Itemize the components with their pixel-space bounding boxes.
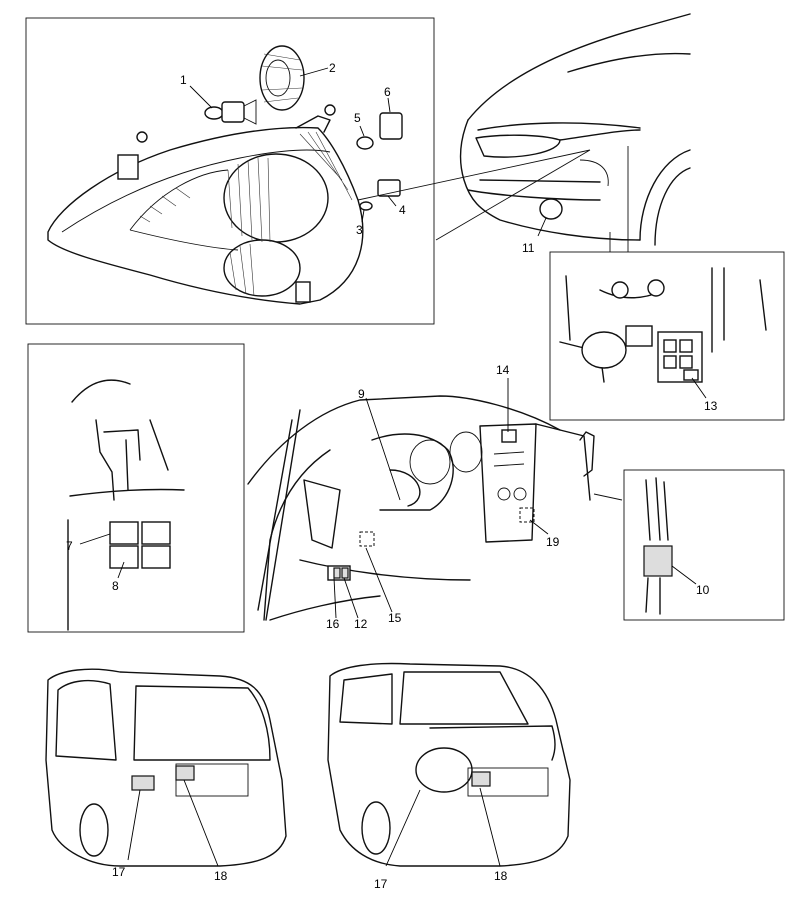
fuse-box-detail-panel: [549, 251, 785, 421]
callout-5: 5: [354, 111, 361, 125]
screw-icon-2: [324, 104, 336, 116]
sedan-rear-view: [327, 662, 571, 867]
callout-18-sedan: 18: [494, 869, 508, 883]
callout-8: 8: [112, 579, 119, 593]
hidden-relay-15: [359, 531, 375, 547]
callout-12: 12: [354, 617, 368, 631]
dashboard-view: [247, 378, 623, 621]
fuse-box-frame: [549, 251, 785, 421]
headlight-bulb: [204, 99, 257, 125]
harness-connector: [643, 545, 673, 577]
headlight-detail-panel: [25, 17, 435, 325]
center-console: [479, 423, 537, 543]
car-front-view: [459, 13, 691, 252]
side-vent: [303, 479, 341, 549]
callout-18-hatch: 18: [214, 869, 228, 883]
bulb-socket-6: [379, 112, 403, 140]
rear-light-18b: [471, 771, 491, 787]
relay-b: [141, 521, 171, 545]
callout-9: 9: [358, 387, 365, 401]
reservoir: [581, 331, 627, 369]
callout-13: 13: [704, 399, 718, 413]
callout-1: 1: [180, 73, 187, 87]
mount-bracket: [295, 115, 331, 133]
callout-11: 11: [522, 241, 535, 255]
side-bulb: [359, 201, 373, 211]
callout-7: 7: [66, 539, 73, 553]
fog-lamp: [539, 198, 563, 220]
callout-16: 16: [326, 617, 340, 631]
relay-detail-panel: [27, 343, 245, 633]
callout-4: 4: [399, 203, 406, 217]
callout-17-hatch: 17: [112, 865, 126, 879]
pointer-lines: [357, 149, 591, 241]
callout-19: 19: [546, 535, 560, 549]
callout-15: 15: [388, 611, 402, 625]
bulb-socket-cover: [259, 45, 305, 111]
connector-frame: [623, 469, 785, 621]
hidden-relay-19: [519, 507, 535, 523]
relay-frame: [27, 343, 245, 633]
callout-6: 6: [384, 85, 391, 99]
relay-d: [141, 545, 171, 569]
rear-light-18a: [175, 765, 195, 781]
sedan-tail-lamp: [415, 747, 473, 793]
screw-icon: [136, 131, 148, 143]
callout-2: 2: [329, 61, 336, 75]
connector-detail-panel: [623, 469, 785, 621]
callout-labels: 1 2 3 4 5 6 7 8 9 10 11 12 13 14 15 16 1…: [66, 61, 718, 891]
mount-tab-bottom: [295, 281, 311, 303]
position-bulb: [356, 136, 374, 150]
plate-area-sedan: [467, 767, 549, 797]
relay-a: [109, 521, 139, 545]
callout-14: 14: [496, 363, 510, 377]
callout-17-sedan: 17: [374, 877, 388, 891]
headlight-frame: [25, 17, 435, 325]
mount-tab-left: [117, 154, 139, 180]
relay-c: [109, 545, 139, 569]
callout-10: 10: [696, 583, 710, 597]
rear-reflector-17a: [131, 775, 155, 791]
callout-3: 3: [356, 223, 363, 237]
hatchback-rear-view: [45, 668, 287, 867]
hazard-switch: [501, 429, 517, 443]
